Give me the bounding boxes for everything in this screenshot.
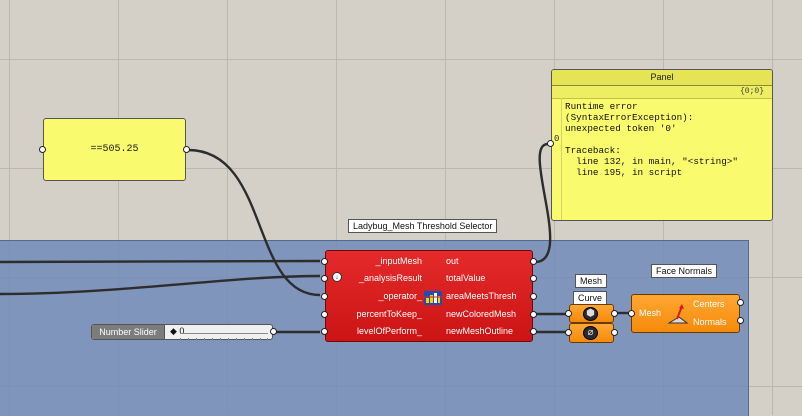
curve-param-input-grip[interactable]: [565, 329, 572, 336]
curve-param-output-grip[interactable]: [611, 329, 618, 336]
value-panel-text: ==505.25: [90, 144, 139, 155]
value-panel-input-grip[interactable]: [39, 146, 46, 153]
input-analysis-result[interactable]: _analysisResult: [358, 273, 422, 283]
number-slider[interactable]: Number Slider ◆ 0: [91, 324, 273, 341]
face-normals-component[interactable]: Mesh Centers Normals: [631, 294, 740, 333]
mesh-param[interactable]: ⬢: [569, 304, 614, 323]
face-normals-input-mesh[interactable]: Mesh: [639, 308, 662, 318]
panel-title: Panel: [552, 70, 772, 86]
slider-label: Number Slider: [92, 325, 165, 339]
grip-new-colored-mesh[interactable]: [530, 311, 537, 318]
curve-param-tooltip: Curve: [573, 291, 608, 305]
output-new-colored-mesh[interactable]: newColoredMesh: [446, 309, 517, 319]
slider-output-grip[interactable]: [270, 328, 277, 335]
panel-path-header: {0;0}: [552, 86, 772, 99]
panel-input-grip[interactable]: [547, 140, 554, 147]
grip-area-meets-thresh[interactable]: [530, 293, 537, 300]
output-new-mesh-outline[interactable]: newMeshOutline: [446, 326, 514, 336]
curve-param-icon: ⌀: [583, 326, 598, 340]
output-panel[interactable]: Panel {0;0} 0 Runtime error (SyntaxError…: [551, 69, 773, 221]
output-area-meets-thresh[interactable]: areaMeetsThresh: [446, 291, 517, 301]
mesh-threshold-selector-component[interactable]: _inputMesh _analysisResult _operator_ pe…: [325, 250, 533, 342]
panel-divider: [561, 98, 562, 220]
face-normals-output-normals[interactable]: Normals: [693, 317, 727, 327]
value-panel-output-grip[interactable]: [183, 146, 190, 153]
mesh-param-tooltip: Mesh: [575, 274, 608, 288]
face-normals-output-centers[interactable]: Centers: [693, 299, 725, 309]
output-total-value[interactable]: totalValue: [446, 273, 486, 283]
input-input-mesh[interactable]: _inputMesh: [375, 256, 422, 266]
grip-analysis-result[interactable]: [321, 275, 328, 282]
grip-normals[interactable]: [737, 317, 744, 324]
input-operator[interactable]: _operator_: [378, 291, 422, 301]
face-normals-tooltip: Face Normals: [651, 264, 718, 278]
grip-out[interactable]: [530, 258, 537, 265]
curve-param[interactable]: ⌀: [569, 323, 614, 343]
grip-new-mesh-outline[interactable]: [530, 328, 537, 335]
mesh-param-icon: ⬢: [583, 307, 598, 321]
input-level-of-perform[interactable]: levelOfPerform_: [356, 326, 422, 336]
grip-input-mesh[interactable]: [321, 258, 328, 265]
grip-operator[interactable]: [321, 293, 328, 300]
face-normals-icon: [667, 304, 689, 324]
face-normals-input-grip[interactable]: [628, 310, 635, 317]
panel-content: Runtime error (SyntaxErrorException): un…: [565, 101, 738, 178]
flatten-icon[interactable]: ↓: [332, 272, 342, 282]
grip-total-value[interactable]: [530, 275, 537, 282]
slider-value[interactable]: ◆ 0: [170, 326, 185, 336]
grip-centers[interactable]: [737, 299, 744, 306]
grip-percent-to-keep[interactable]: [321, 311, 328, 318]
ladybug-tooltip: Ladybug_Mesh Threshold Selector: [348, 219, 498, 233]
ladybug-threshold-icon: [424, 291, 442, 305]
value-panel[interactable]: ==505.25: [43, 118, 186, 181]
input-percent-to-keep[interactable]: percentToKeep_: [356, 309, 422, 319]
slider-track[interactable]: [180, 333, 268, 341]
grip-level-of-perform[interactable]: [321, 328, 328, 335]
panel-index: 0: [554, 134, 560, 144]
output-out[interactable]: out: [446, 256, 459, 266]
mesh-param-input-grip[interactable]: [565, 310, 572, 317]
mesh-param-output-grip[interactable]: [611, 310, 618, 317]
